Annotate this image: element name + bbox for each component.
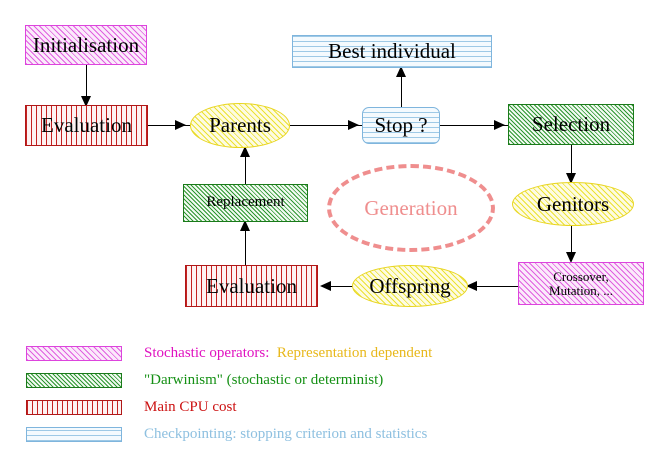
node-initialisation-label: Initialisation bbox=[32, 32, 140, 57]
node-genitors-label: Genitors bbox=[536, 191, 610, 216]
edge-eval-to-replacement bbox=[245, 222, 246, 266]
edge-init-to-eval bbox=[86, 65, 87, 103]
arrowhead-operators-to-offspring bbox=[466, 281, 477, 291]
legend-swatch-red bbox=[26, 399, 122, 415]
node-evaluation-bottom-label: Evaluation bbox=[206, 273, 297, 298]
node-parents[interactable]: Parents bbox=[190, 103, 290, 148]
node-evaluation-bottom[interactable]: Evaluation bbox=[185, 265, 318, 307]
arrowhead-replacement-to-parents bbox=[240, 146, 250, 157]
node-stop[interactable]: Stop ? bbox=[362, 107, 440, 144]
arrowhead-eval-to-replacement bbox=[240, 220, 250, 231]
node-replacement[interactable]: Replacement bbox=[183, 184, 308, 222]
edge-parents-to-stop bbox=[290, 125, 366, 126]
arrowhead-eval-to-parents bbox=[175, 120, 186, 130]
edge-replacement-to-parents bbox=[245, 148, 246, 184]
legend-label-cpu: Main CPU cost bbox=[144, 398, 237, 415]
node-selection-label: Selection bbox=[531, 112, 611, 137]
node-evaluation-top[interactable]: Evaluation bbox=[25, 105, 148, 146]
legend-row-checkpointing: Checkpointing: stopping criterion and st… bbox=[0, 421, 662, 447]
legend-label-checkpointing: Checkpointing: stopping criterion and st… bbox=[144, 425, 428, 442]
node-replacement-label: Replacement bbox=[206, 194, 285, 211]
node-generation-label: Generation bbox=[364, 195, 458, 220]
legend-swatch-magenta bbox=[26, 345, 122, 361]
edge-stop-to-selection bbox=[440, 125, 512, 126]
node-best-individual-label: Best individual bbox=[328, 39, 456, 64]
node-selection[interactable]: Selection bbox=[508, 104, 634, 145]
legend-row-stochastic: Stochastic operators: Representation dep… bbox=[0, 340, 662, 366]
node-initialisation[interactable]: Initialisation bbox=[25, 25, 147, 65]
node-offspring-label: Offspring bbox=[369, 273, 451, 298]
arrowhead-selection-to-genitors bbox=[566, 173, 576, 184]
node-best-individual[interactable]: Best individual bbox=[292, 35, 492, 68]
edge-operators-to-offspring bbox=[468, 286, 522, 287]
node-operators-label: Crossover, Mutation, ... bbox=[549, 268, 613, 298]
node-parents-label: Parents bbox=[209, 113, 271, 138]
node-genitors[interactable]: Genitors bbox=[512, 182, 634, 226]
legend-label-representation: Representation dependent bbox=[269, 344, 433, 361]
arrowhead-genitors-to-operators bbox=[566, 252, 576, 263]
node-operators[interactable]: Crossover, Mutation, ... bbox=[518, 262, 644, 305]
edge-genitors-to-operators bbox=[571, 226, 572, 260]
arrowhead-stop-to-best bbox=[396, 66, 406, 77]
arrowhead-init-to-eval bbox=[81, 96, 91, 107]
legend: Stochastic operators: Representation dep… bbox=[0, 336, 662, 456]
edge-stop-to-best bbox=[401, 68, 402, 108]
legend-row-darwinism: "Darwinism" (stochastic or determinist) bbox=[0, 367, 662, 393]
legend-label-darwinism: "Darwinism" (stochastic or determinist) bbox=[144, 371, 384, 388]
arrowhead-parents-to-stop bbox=[348, 120, 359, 130]
legend-row-cpu: Main CPU cost bbox=[0, 394, 662, 420]
arrowhead-stop-to-selection bbox=[494, 120, 505, 130]
arrowhead-offspring-to-eval bbox=[320, 281, 331, 291]
legend-swatch-green bbox=[26, 372, 122, 388]
edge-selection-to-genitors bbox=[571, 145, 572, 181]
node-generation: Generation bbox=[327, 164, 495, 252]
node-stop-label: Stop ? bbox=[374, 113, 428, 138]
edge-offspring-to-eval bbox=[322, 286, 374, 287]
node-evaluation-top-label: Evaluation bbox=[41, 113, 132, 138]
legend-label-stochastic: Stochastic operators: bbox=[144, 344, 270, 361]
node-offspring[interactable]: Offspring bbox=[352, 265, 468, 307]
legend-swatch-blue bbox=[26, 426, 122, 442]
edge-eval-to-parents bbox=[148, 125, 193, 126]
